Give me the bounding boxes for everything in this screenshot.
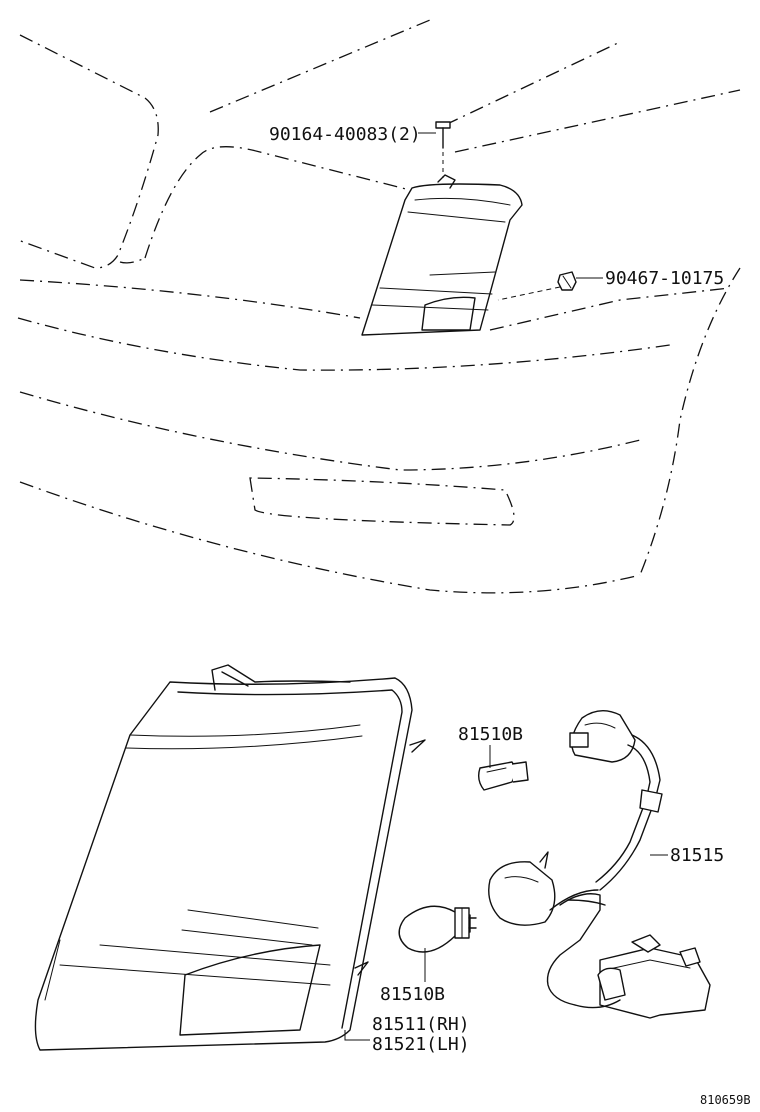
clip-icon [497,271,577,301]
screw-icon [435,121,451,178]
screw-label: 90164-40083(2) [269,124,421,145]
figure-number: 810659B [700,1093,751,1107]
bulb-large-icon [398,905,477,953]
lamp-lh-label: 81521(LH) [372,1034,470,1055]
lamp-housing [34,664,426,1051]
socket-harness-label: 81515 [670,845,724,866]
lamp-rh-label: 81511(RH) [372,1014,470,1035]
bulb-small-icon [477,761,529,791]
bulb-small-label: 81510B [458,724,523,745]
vehicle-body-outline [17,19,741,594]
socket-harness-icon [488,710,711,1019]
corner-lamp-installed [361,174,523,336]
bulb-large-label: 81510B [380,984,445,1005]
clip-label: 90467-10175 [605,268,724,289]
